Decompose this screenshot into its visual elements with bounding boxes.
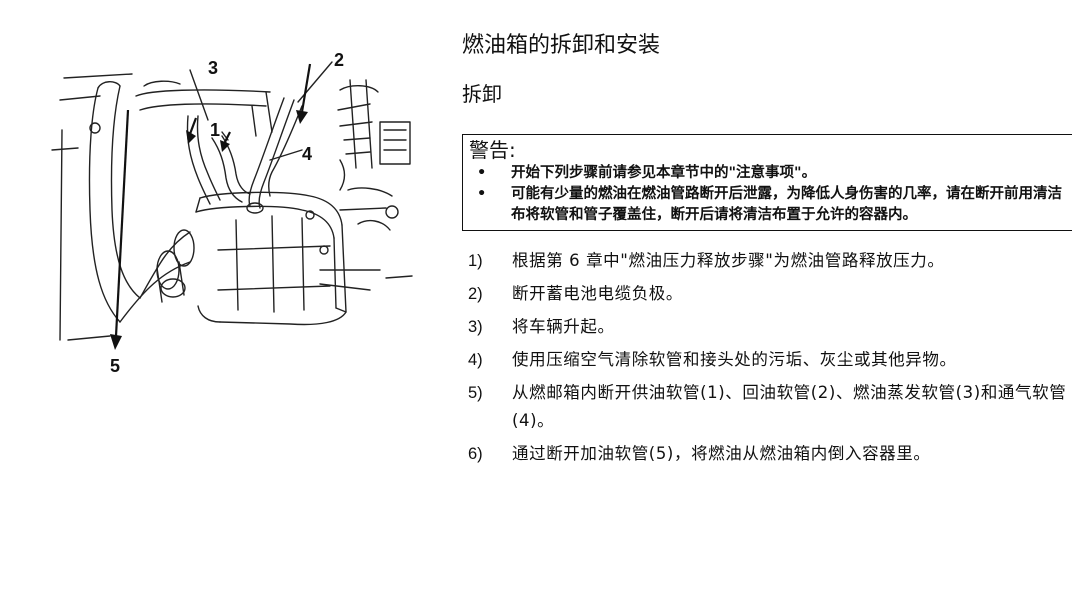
step-text: 使用压缩空气清除软管和接头处的污垢、灰尘或其他异物。 <box>512 350 957 369</box>
step-number: 5) <box>468 384 483 402</box>
step-text: 根据第 6 章中"燃油压力释放步骤"为燃油管路释放压力。 <box>512 251 945 270</box>
warning-list: • 开始下列步骤前请参见本章节中的"注意事项"。 • 可能有少量的燃油在燃油管路… <box>469 163 1072 226</box>
warning-title: 警告: <box>469 138 516 162</box>
warning-item-text: 开始下列步骤前请参见本章节中的"注意事项"。 <box>511 165 817 181</box>
step-number: 4) <box>468 351 483 369</box>
warning-box: 警告: • 开始下列步骤前请参见本章节中的"注意事项"。 • 可能有少量的燃油在… <box>462 134 1072 231</box>
step-item: 5) 从燃邮箱内断开供油软管(1)、回油软管(2)、燃油蒸发软管(3)和通气软管… <box>462 379 1074 435</box>
callout-5: 5 <box>110 356 120 376</box>
step-item: 2) 断开蓄电池电缆负极。 <box>462 280 1074 308</box>
step-text: 断开蓄电池电缆负极。 <box>512 284 683 303</box>
procedure-content: 燃油箱的拆卸和安装 拆卸 警告: • 开始下列步骤前请参见本章节中的"注意事项"… <box>462 30 1074 473</box>
step-list: 1) 根据第 6 章中"燃油压力释放步骤"为燃油管路释放压力。 2) 断开蓄电池… <box>462 247 1074 468</box>
section-title: 拆卸 <box>462 82 502 106</box>
step-number: 1) <box>468 252 483 270</box>
step-item: 4) 使用压缩空气清除软管和接头处的污垢、灰尘或其他异物。 <box>462 346 1074 374</box>
bullet-icon: • <box>477 186 487 202</box>
step-number: 3) <box>468 318 483 336</box>
fuel-tank-illustration: 3 2 1 4 5 <box>40 40 440 380</box>
step-item: 6) 通过断开加油软管(5)，将燃油从燃油箱内倒入容器里。 <box>462 440 1074 468</box>
callout-4: 4 <box>302 144 312 164</box>
callout-1: 1 <box>210 120 220 140</box>
warning-item: • 开始下列步骤前请参见本章节中的"注意事项"。 <box>469 163 1072 184</box>
fuel-tank-drawing: 3 2 1 4 5 <box>51 50 413 376</box>
step-text: 将车辆升起。 <box>512 317 615 336</box>
page-title: 燃油箱的拆卸和安装 <box>462 33 661 58</box>
step-item: 3) 将车辆升起。 <box>462 313 1074 341</box>
step-number: 6) <box>468 445 483 463</box>
step-text: 从燃邮箱内断开供油软管(1)、回油软管(2)、燃油蒸发软管(3)和通气软管(4)… <box>512 383 1067 430</box>
step-text: 通过断开加油软管(5)，将燃油从燃油箱内倒入容器里。 <box>512 444 931 463</box>
step-item: 1) 根据第 6 章中"燃油压力释放步骤"为燃油管路释放压力。 <box>462 247 1074 275</box>
callout-2: 2 <box>334 50 344 70</box>
step-number: 2) <box>468 285 483 303</box>
warning-item-text: 可能有少量的燃油在燃油管路断开后泄露，为降低人身伤害的几率，请在断开前用清洁布将… <box>511 186 1062 223</box>
bullet-icon: • <box>477 165 487 181</box>
warning-item: • 可能有少量的燃油在燃油管路断开后泄露，为降低人身伤害的几率，请在断开前用清洁… <box>469 184 1072 226</box>
callout-3: 3 <box>208 58 218 78</box>
